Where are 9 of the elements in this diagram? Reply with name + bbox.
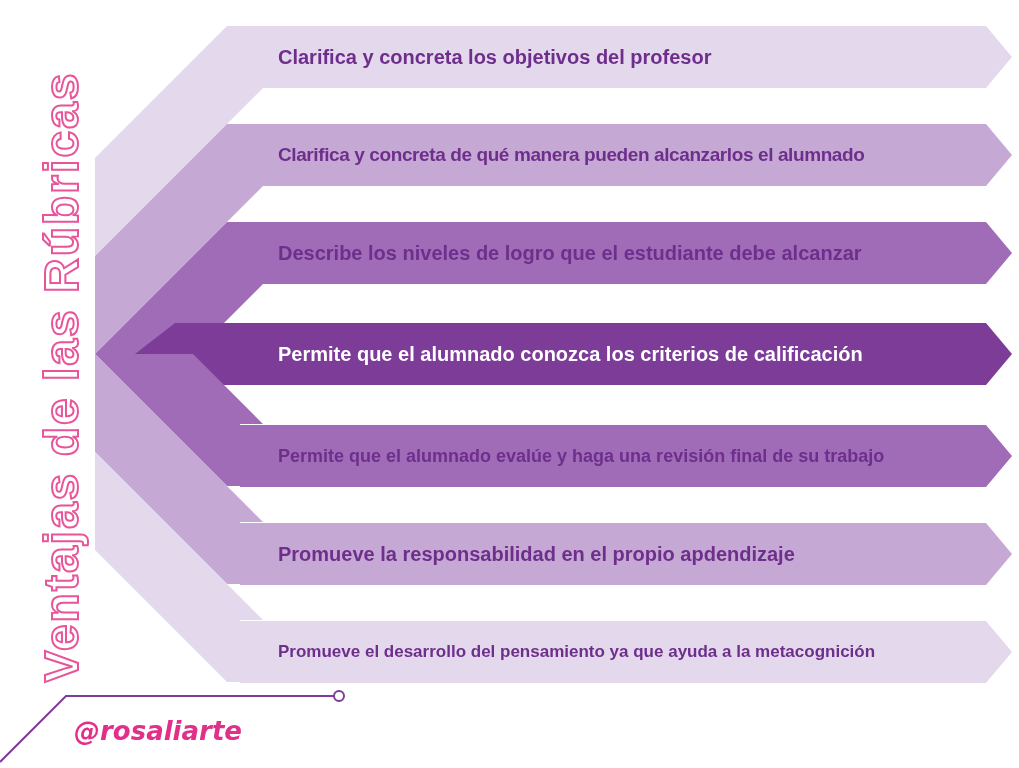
band-text: Promueve el desarrollo del pensamiento ya que ayuda a la metacognición xyxy=(278,641,876,664)
band-text: Permite que el alumnado evalúe y haga una revisión final de su trabajo xyxy=(278,444,885,468)
band-text: Clarifica y concreta de qué manera pueden alcanzarlos el alumnado xyxy=(278,142,865,167)
author-handle: @rosaliarte xyxy=(74,715,242,748)
band-text: Describe los niveles de logro que el estudiante debe alcanzar xyxy=(278,241,862,266)
band-text: Promueve la responsabilidad en el propio apdendizaje xyxy=(278,542,795,567)
vertical-title: Ventajas de las Rúbricas xyxy=(34,71,90,683)
band-text: Permite que el alumnado conozca los criterios de calificación xyxy=(278,342,863,367)
band-text: Clarifica y concreta los objetivos del profesor xyxy=(278,45,712,70)
